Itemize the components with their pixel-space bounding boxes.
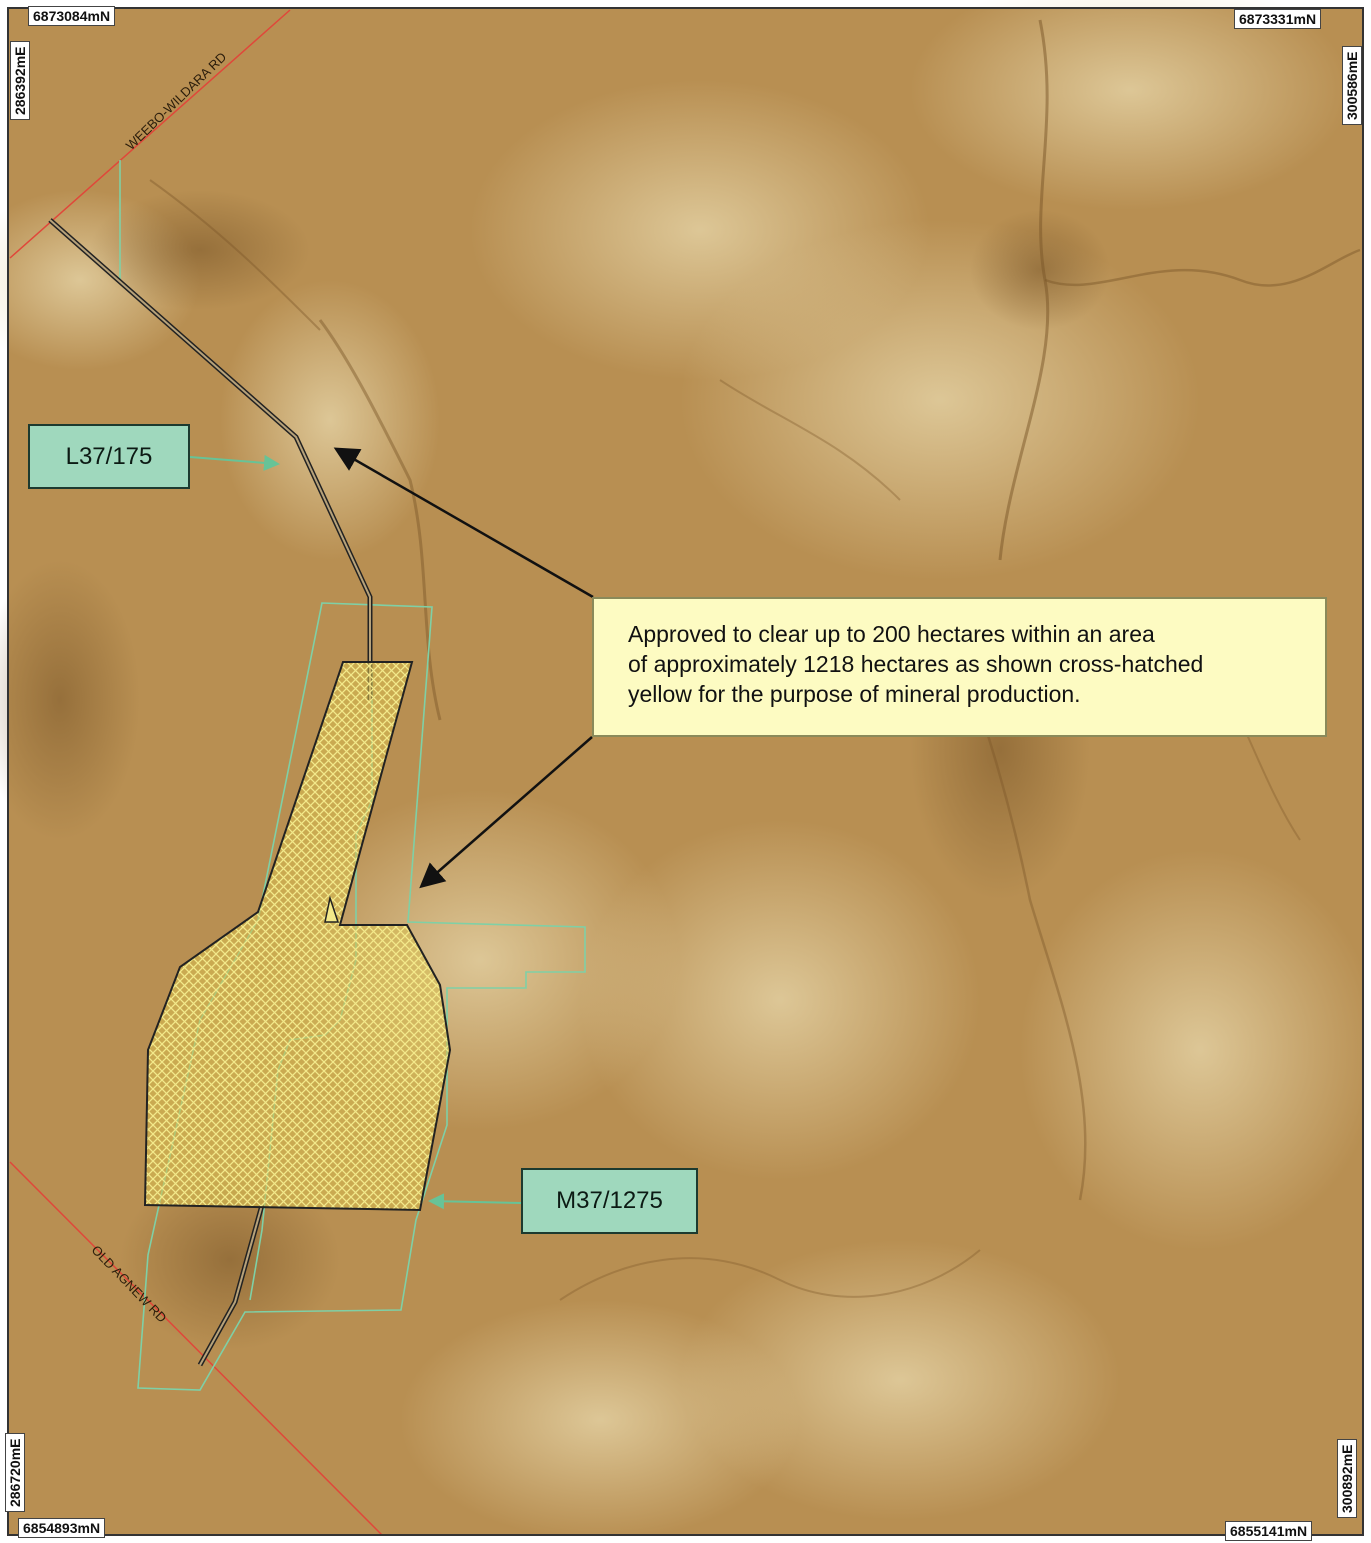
bottom-right-easting: 300892mE — [1337, 1439, 1357, 1518]
clearing-area — [143, 661, 452, 1212]
m37-1275-label: M37/1275 — [521, 1168, 698, 1234]
callout-arrow-north — [333, 447, 594, 599]
bottom-left-easting: 286720mE — [5, 1433, 25, 1512]
approval-line-1: Approved to clear up to 200 hectares wit… — [628, 621, 1155, 647]
weebo-wildara-road-line — [9, 9, 291, 259]
approval-line-3: yellow for the purpose of mineral produc… — [628, 681, 1081, 707]
old-agnew-road-line — [9, 1161, 383, 1536]
callout-arrow-south — [419, 736, 593, 889]
top-left-easting: 286392mE — [10, 41, 30, 120]
bottom-right-northing: 6855141mN — [1225, 1521, 1313, 1541]
bottom-left-northing: 6854893mN — [18, 1518, 106, 1538]
top-right-easting: 300586mE — [1342, 46, 1362, 125]
l37-175-pointer — [189, 454, 280, 471]
top-left-northing: 6873084mN — [28, 6, 116, 26]
m37-1275-pointer — [428, 1193, 523, 1210]
top-right-northing: 6873331mN — [1234, 9, 1322, 29]
approval-callout: Approved to clear up to 200 hectares wit… — [592, 597, 1327, 737]
approval-line-2: of approximately 1218 hectares as shown … — [628, 651, 1204, 677]
l37-175-label: L37/175 — [28, 424, 190, 489]
